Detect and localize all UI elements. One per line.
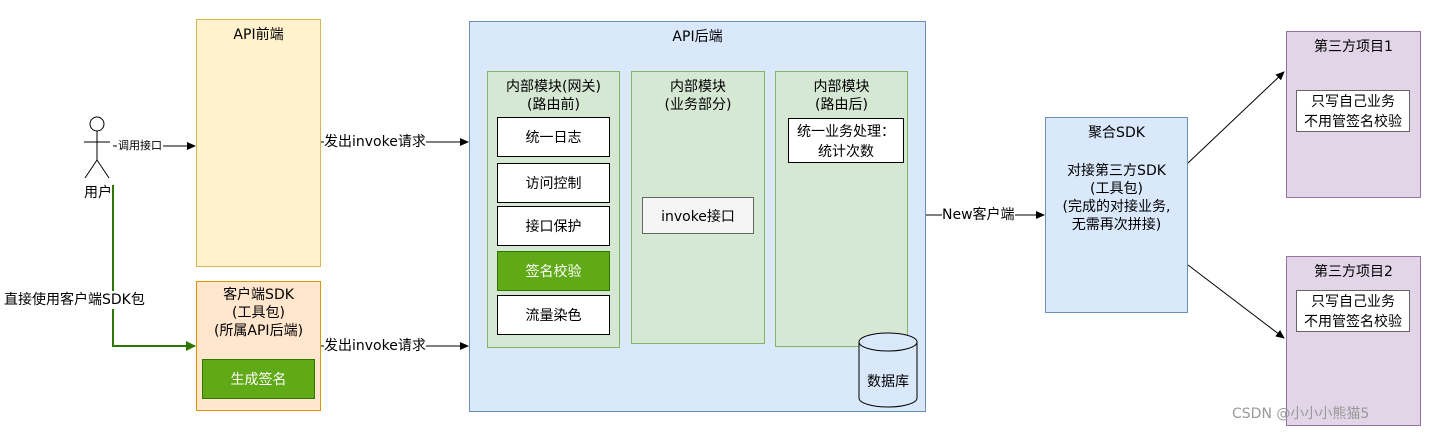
api-frontend-box: API前端 <box>196 19 321 267</box>
aggregate-sdk-box: 聚合SDK 对接第三方SDK (工具包) (完成的对接业务, 无需再次拼接) <box>1045 117 1188 313</box>
after-route-title-line: (路由后) <box>815 97 868 113</box>
third-party-1-title: 第三方项目1 <box>1314 39 1393 55</box>
business-title-line: (业务部分) <box>664 97 732 113</box>
third-party-2-note-line: 不用管签名校验 <box>1304 314 1402 330</box>
client-sdk-box: 客户端SDK (工具包) (所属API后端) 生成签名 <box>196 281 321 411</box>
client-sdk-title: 客户端SDK (工具包) (所属API后端) <box>197 286 320 340</box>
user-label: 用户 <box>84 185 112 201</box>
aggregate-sdk-desc-line: 无需再次拼接) <box>1071 217 1162 233</box>
business-title-line: 内部模块 <box>670 79 726 95</box>
client-sdk-title-line: 客户端SDK <box>223 287 294 303</box>
edge-label-direct-sdk: 直接使用客户端SDK包 <box>4 291 145 309</box>
invoke-interface-node[interactable]: invoke接口 <box>642 197 754 234</box>
gateway-module-title: 内部模块(网关) (路由前) <box>488 78 619 114</box>
generate-sign-button[interactable]: 生成签名 <box>202 359 315 399</box>
edge-to-third-2 <box>1187 264 1285 339</box>
client-sdk-title-line: (所属API后端) <box>213 323 304 339</box>
unified-business-line: 统一业务处理： <box>797 123 895 140</box>
api-frontend-title: API前端 <box>233 27 284 43</box>
edge-to-third-1 <box>1187 71 1285 164</box>
gateway-item-access-control[interactable]: 访问控制 <box>497 163 610 203</box>
third-party-1-box: 第三方项目1 只写自己业务 不用管签名校验 <box>1286 31 1421 198</box>
gateway-item-unified-log[interactable]: 统一日志 <box>497 117 610 157</box>
third-party-2-note: 只写自己业务 不用管签名校验 <box>1296 290 1410 332</box>
third-party-2-note-line: 只写自己业务 <box>1311 294 1395 310</box>
gateway-title-line: 内部模块(网关) <box>506 79 601 95</box>
gateway-item-traffic-coloring[interactable]: 流量染色 <box>497 295 610 335</box>
third-party-1-note-line: 只写自己业务 <box>1311 94 1395 110</box>
third-party-1-note-line: 不用管签名校验 <box>1304 114 1402 130</box>
after-route-title-line: 内部模块 <box>813 79 870 95</box>
gateway-title-line: (路由前) <box>527 97 580 113</box>
unified-business-line: 统计次数 <box>818 143 874 160</box>
aggregate-sdk-desc-line: (完成的对接业务, <box>1062 199 1171 215</box>
third-party-2-title: 第三方项目2 <box>1314 264 1393 280</box>
client-sdk-title-line: (工具包) <box>232 305 285 321</box>
gateway-item-signature-verify[interactable]: 签名校验 <box>497 251 610 291</box>
edge-label-new-client: New客户端 <box>942 206 1015 224</box>
gateway-item-interface-protection[interactable]: 接口保护 <box>497 206 610 246</box>
watermark: CSDN @小小小熊猫5 <box>1232 406 1370 422</box>
unified-business-node[interactable]: 统一业务处理： 统计次数 <box>788 118 904 163</box>
edge-label-invoke-top: 发出invoke请求 <box>324 133 426 151</box>
api-backend-title: API后端 <box>672 29 723 45</box>
edge-direct-sdk <box>112 185 196 351</box>
business-module-title: 内部模块 (业务部分) <box>632 78 764 114</box>
after-route-module-title: 内部模块 (路由后) <box>776 78 907 114</box>
aggregate-sdk-desc-line: (工具包) <box>1090 181 1143 197</box>
third-party-2-box: 第三方项目2 只写自己业务 不用管签名校验 <box>1286 256 1421 426</box>
edge-label-call-api: 调用接口 <box>117 139 163 153</box>
after-route-module-box: 内部模块 (路由后) <box>775 71 908 347</box>
edge-label-invoke-bottom: 发出invoke请求 <box>324 337 426 355</box>
aggregate-sdk-title: 聚合SDK <box>1088 125 1145 141</box>
third-party-1-note: 只写自己业务 不用管签名校验 <box>1296 90 1410 132</box>
aggregate-sdk-desc-line: 对接第三方SDK <box>1067 163 1166 179</box>
aggregate-sdk-desc: 对接第三方SDK (工具包) (完成的对接业务, 无需再次拼接) <box>1046 162 1187 234</box>
database-label: 数据库 <box>867 374 909 390</box>
